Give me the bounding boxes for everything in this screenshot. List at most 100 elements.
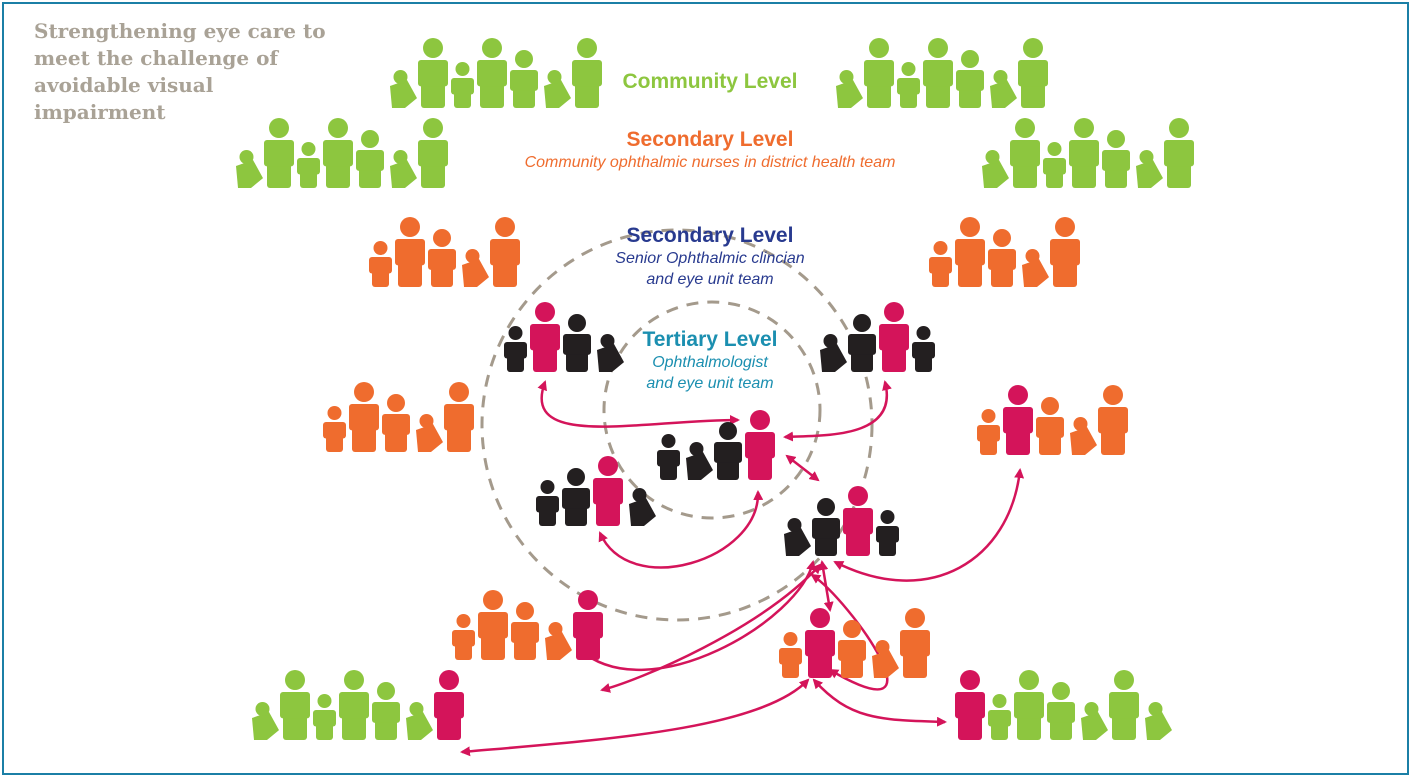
person-icon [955, 670, 985, 740]
person-icon [1018, 38, 1048, 108]
person-icon [820, 334, 847, 372]
person-icon [451, 62, 474, 108]
secondary-level-unit-title: Secondary Level [626, 224, 794, 247]
person-icon [784, 518, 811, 556]
district-nurse-group [452, 590, 603, 660]
person-icon [629, 488, 656, 526]
person-icon [339, 670, 369, 740]
person-icon [572, 38, 602, 108]
person-icon [462, 249, 489, 287]
people-groups [236, 38, 1194, 740]
person-icon [490, 217, 520, 287]
person-icon [955, 217, 985, 287]
person-icon [434, 670, 464, 740]
referral-arrow [460, 678, 810, 757]
person-icon [988, 229, 1016, 287]
person-icon [812, 498, 840, 556]
person-icon [745, 410, 775, 480]
person-icon [1081, 702, 1108, 740]
person-icon [313, 694, 336, 740]
person-icon [1014, 670, 1044, 740]
district-nurse-group [369, 217, 520, 287]
person-icon [977, 409, 1000, 455]
district-nurse-group [323, 382, 474, 452]
person-icon [836, 70, 863, 108]
referral-arrow [600, 563, 822, 693]
person-icon [1010, 118, 1040, 188]
person-icon [843, 486, 873, 556]
tertiary-level-label: Tertiary Level Ophthalmologist and eye u… [590, 328, 830, 394]
person-icon [418, 118, 448, 188]
tertiary-level-subtitle-1: Ophthalmologist [652, 354, 768, 371]
referral-arrow [783, 380, 892, 442]
person-icon [323, 118, 353, 188]
person-icon [779, 632, 802, 678]
secondary-level-unit-label: Secondary Level Senior Ophthalmic clinci… [560, 224, 860, 290]
tertiary-level-title: Tertiary Level [642, 328, 778, 351]
person-icon [280, 670, 310, 740]
person-icon [1109, 670, 1139, 740]
person-icon [511, 602, 539, 660]
community-group [836, 38, 1048, 108]
person-icon [988, 694, 1011, 740]
district-nurse-group [779, 608, 930, 678]
tertiary-level-subtitle-2: and eye unit team [646, 375, 774, 392]
person-icon [900, 608, 930, 678]
person-icon [349, 382, 379, 452]
community-group [236, 118, 448, 188]
person-icon [956, 50, 984, 108]
person-icon [418, 38, 448, 108]
person-icon [929, 241, 952, 287]
person-icon [395, 217, 425, 287]
person-icon [545, 622, 572, 660]
person-icon [848, 314, 876, 372]
person-icon [323, 406, 346, 452]
person-icon [1047, 682, 1075, 740]
person-icon [444, 382, 474, 452]
person-icon [544, 70, 571, 108]
referral-arrow [537, 380, 740, 428]
person-icon [686, 442, 713, 480]
person-icon [805, 608, 835, 678]
person-icon [356, 130, 384, 188]
person-icon [1050, 217, 1080, 287]
eye-unit-team-group [820, 302, 935, 372]
person-icon [510, 50, 538, 108]
person-icon [990, 70, 1017, 108]
person-icon [1164, 118, 1194, 188]
person-icon [593, 456, 623, 526]
community-group [955, 670, 1172, 740]
person-icon [897, 62, 920, 108]
person-icon [297, 142, 320, 188]
ophthalmologist-team-group [657, 410, 775, 480]
person-icon [382, 394, 410, 452]
referral-arrow [785, 454, 820, 482]
person-icon [428, 229, 456, 287]
referral-arrow [833, 468, 1025, 582]
person-icon [406, 702, 433, 740]
eye-unit-team-group [504, 302, 624, 372]
secondary-level-district-label: Secondary Level Community ophthalmic nur… [460, 128, 960, 172]
district-nurse-group [977, 385, 1128, 455]
person-icon [536, 480, 559, 526]
person-icon [923, 38, 953, 108]
person-icon [1043, 142, 1066, 188]
person-icon [838, 620, 866, 678]
person-icon [714, 422, 742, 480]
person-icon [372, 682, 400, 740]
district-nurse-group [929, 217, 1080, 287]
person-icon [452, 614, 475, 660]
person-icon [252, 702, 279, 740]
eye-unit-team-group [536, 456, 656, 526]
person-icon [264, 118, 294, 188]
person-icon [879, 302, 909, 372]
person-icon [1070, 417, 1097, 455]
person-icon [872, 640, 899, 678]
secondary-level-unit-subtitle-2: and eye unit team [646, 271, 774, 288]
secondary-level-district-title: Secondary Level [626, 128, 794, 151]
community-group [982, 118, 1194, 188]
eye-unit-team-group [784, 486, 899, 556]
person-icon [236, 150, 263, 188]
person-icon [657, 434, 680, 480]
